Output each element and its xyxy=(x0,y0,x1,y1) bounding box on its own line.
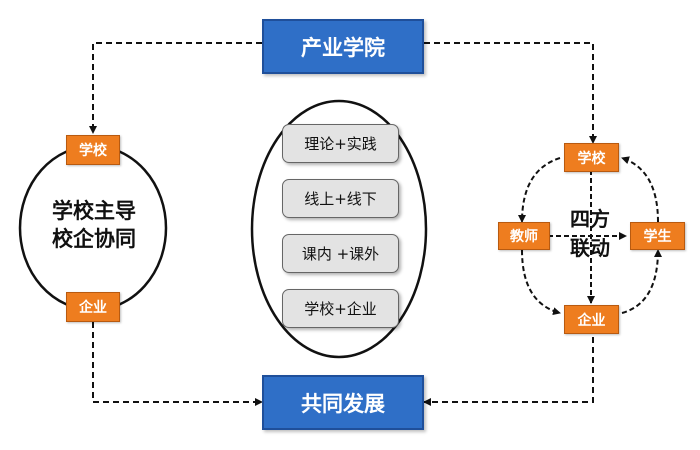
left-enterprise-label: 企业 xyxy=(79,300,107,316)
school-to-teacher-arrow xyxy=(518,157,561,223)
left-center-line1: 学校主导 xyxy=(52,199,136,223)
top-to-right-arrow xyxy=(424,42,597,144)
left-cycle-center-text: 学校主导 校企协同 xyxy=(38,197,150,254)
center-ellipse xyxy=(250,99,428,359)
center-item: 理论+实践 xyxy=(282,124,399,163)
left-school-label: 学校 xyxy=(79,143,107,159)
center-item: 学校+企业 xyxy=(282,289,399,328)
industry-college-label: 产业学院 xyxy=(301,35,385,60)
right-student-label: 学生 xyxy=(643,229,672,245)
right-enterprise-label: 企业 xyxy=(577,312,606,329)
right-cycle-connectors xyxy=(518,156,662,316)
outer-loop-connectors xyxy=(89,42,597,406)
center-item: 线上+线下 xyxy=(282,179,399,218)
common-development-label: 共同发展 xyxy=(301,391,385,416)
left-school-box: 学校 xyxy=(66,135,120,165)
right-student-box: 学生 xyxy=(630,222,685,250)
teacher-to-enterprise-arrow xyxy=(521,249,561,316)
right-center-line1: 四方 xyxy=(570,207,610,231)
right-to-bottom-arrow xyxy=(423,337,594,406)
right-enterprise-box: 企业 xyxy=(564,305,619,334)
left-center-line2: 校企协同 xyxy=(52,227,136,252)
right-school-label: 学校 xyxy=(577,150,606,167)
left-to-bottom-arrow xyxy=(92,322,263,406)
right-teacher-label: 教师 xyxy=(510,229,538,245)
enterprise-to-student-arrow xyxy=(621,249,662,314)
right-cycle-center-text: 四方 联动 xyxy=(552,205,628,263)
center-item: 课内 +课外 xyxy=(282,234,399,273)
common-development-box: 共同发展 xyxy=(262,375,424,430)
industry-college-box: 产业学院 xyxy=(262,19,424,74)
right-teacher-box: 教师 xyxy=(498,222,550,250)
right-school-box: 学校 xyxy=(564,143,619,172)
right-center-line2: 联动 xyxy=(570,236,610,260)
top-to-left-arrow xyxy=(89,42,262,134)
student-to-school-arrow xyxy=(621,156,659,223)
left-enterprise-box: 企业 xyxy=(66,292,120,322)
